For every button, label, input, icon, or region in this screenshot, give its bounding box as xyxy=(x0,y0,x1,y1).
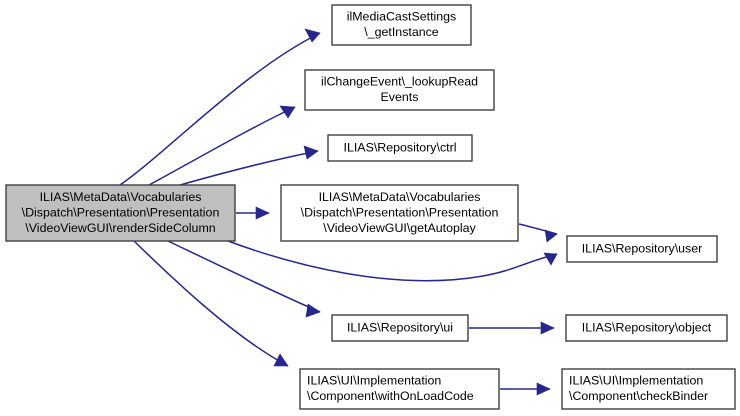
node-label-line: ILIAS\Repository\object xyxy=(582,320,712,334)
edge-render_side_column-to-change_event_lookup_read_events xyxy=(148,105,296,186)
node-check_binder[interactable]: ILIAS\UI\Implementation\Component\checkB… xyxy=(561,368,736,410)
node-box[interactable] xyxy=(561,368,736,410)
node-label-line: ILIAS\UI\Implementation xyxy=(307,374,441,388)
node-box[interactable] xyxy=(327,134,473,162)
node-label-line: ilChangeEvent\_lookupRead xyxy=(321,75,478,89)
node-label-line: ILIAS\MetaData\Vocabularies xyxy=(319,190,481,204)
node-label-line: ilMediaCastSettings xyxy=(347,10,457,24)
node-label-line: \_getInstance xyxy=(364,25,439,39)
edge-line xyxy=(133,240,289,367)
edge-render_side_column-to-with_on_load_code xyxy=(133,240,289,367)
edge-line xyxy=(119,32,321,186)
edge-repository_ui-to-repository_object xyxy=(469,321,555,335)
edge-render_side_column-to-repository_user xyxy=(227,240,558,282)
arrowhead-icon xyxy=(536,382,551,396)
node-label-line: ILIAS\Repository\ctrl xyxy=(344,140,457,154)
arrowhead-icon xyxy=(255,206,270,220)
edge-line xyxy=(179,150,319,186)
arrowhead-icon xyxy=(279,105,296,119)
edge-line xyxy=(167,240,321,313)
node-box[interactable] xyxy=(304,69,495,111)
edge-get_autoplay-to-repository_user xyxy=(518,223,558,243)
node-repository_user[interactable]: ILIAS\Repository\user xyxy=(566,235,718,263)
node-repository_ctrl[interactable]: ILIAS\Repository\ctrl xyxy=(327,134,473,162)
node-label-line: \Dispatch\Presentation\Presentation xyxy=(301,205,499,219)
node-box[interactable] xyxy=(566,235,718,263)
node-box[interactable] xyxy=(5,184,236,242)
node-box[interactable] xyxy=(331,4,472,46)
arrowhead-icon xyxy=(273,353,289,367)
node-box[interactable] xyxy=(565,314,728,342)
node-repository_ui[interactable]: ILIAS\Repository\ui xyxy=(331,314,469,342)
node-box[interactable] xyxy=(280,184,519,242)
node-label-line: \VideoViewGUI\renderSideColumn xyxy=(25,221,215,235)
edge-line xyxy=(148,106,296,186)
node-get_autoplay[interactable]: ILIAS\MetaData\Vocabularies\Dispatch\Pre… xyxy=(280,184,519,242)
node-media_cast_settings_get_instance[interactable]: ilMediaCastSettings\_getInstance xyxy=(331,4,472,46)
node-label-line: \VideoViewGUI\getAutoplay xyxy=(323,221,476,235)
node-label-line: ILIAS\Repository\ui xyxy=(347,320,453,334)
node-with_on_load_code[interactable]: ILIAS\UI\Implementation\Component\withOn… xyxy=(299,368,500,410)
edges-layer xyxy=(119,28,558,396)
edge-render_side_column-to-media_cast_settings_get_instance xyxy=(119,28,321,186)
node-repository_object[interactable]: ILIAS\Repository\object xyxy=(565,314,728,342)
node-box[interactable] xyxy=(331,314,469,342)
node-label-line: \Dispatch\Presentation\Presentation xyxy=(22,205,220,219)
node-label-line: \Component\withOnLoadCode xyxy=(307,389,474,403)
node-label-line: Events xyxy=(381,90,419,104)
node-label-line: ILIAS\Repository\user xyxy=(582,241,703,255)
edge-with_on_load_code-to-check_binder xyxy=(500,382,551,396)
arrowhead-icon xyxy=(543,252,558,266)
node-label-line: ILIAS\UI\Implementation xyxy=(569,374,703,388)
edge-render_side_column-to-get_autoplay xyxy=(236,206,270,220)
node-label-line: \Component\checkBinder xyxy=(569,389,708,403)
node-box[interactable] xyxy=(299,368,500,410)
edge-render_side_column-to-repository_ctrl xyxy=(179,145,319,186)
arrowhead-icon xyxy=(303,145,319,160)
edge-render_side_column-to-repository_ui xyxy=(167,240,321,318)
nodes-layer: ILIAS\MetaData\Vocabularies\Dispatch\Pre… xyxy=(5,4,736,410)
node-label-line: ILIAS\MetaData\Vocabularies xyxy=(40,190,202,204)
node-render_side_column[interactable]: ILIAS\MetaData\Vocabularies\Dispatch\Pre… xyxy=(5,184,236,242)
arrowhead-icon xyxy=(305,303,321,318)
edge-line xyxy=(227,240,558,282)
arrowhead-icon xyxy=(540,321,555,335)
arrowhead-icon xyxy=(544,229,558,243)
arrowhead-icon xyxy=(304,28,321,43)
